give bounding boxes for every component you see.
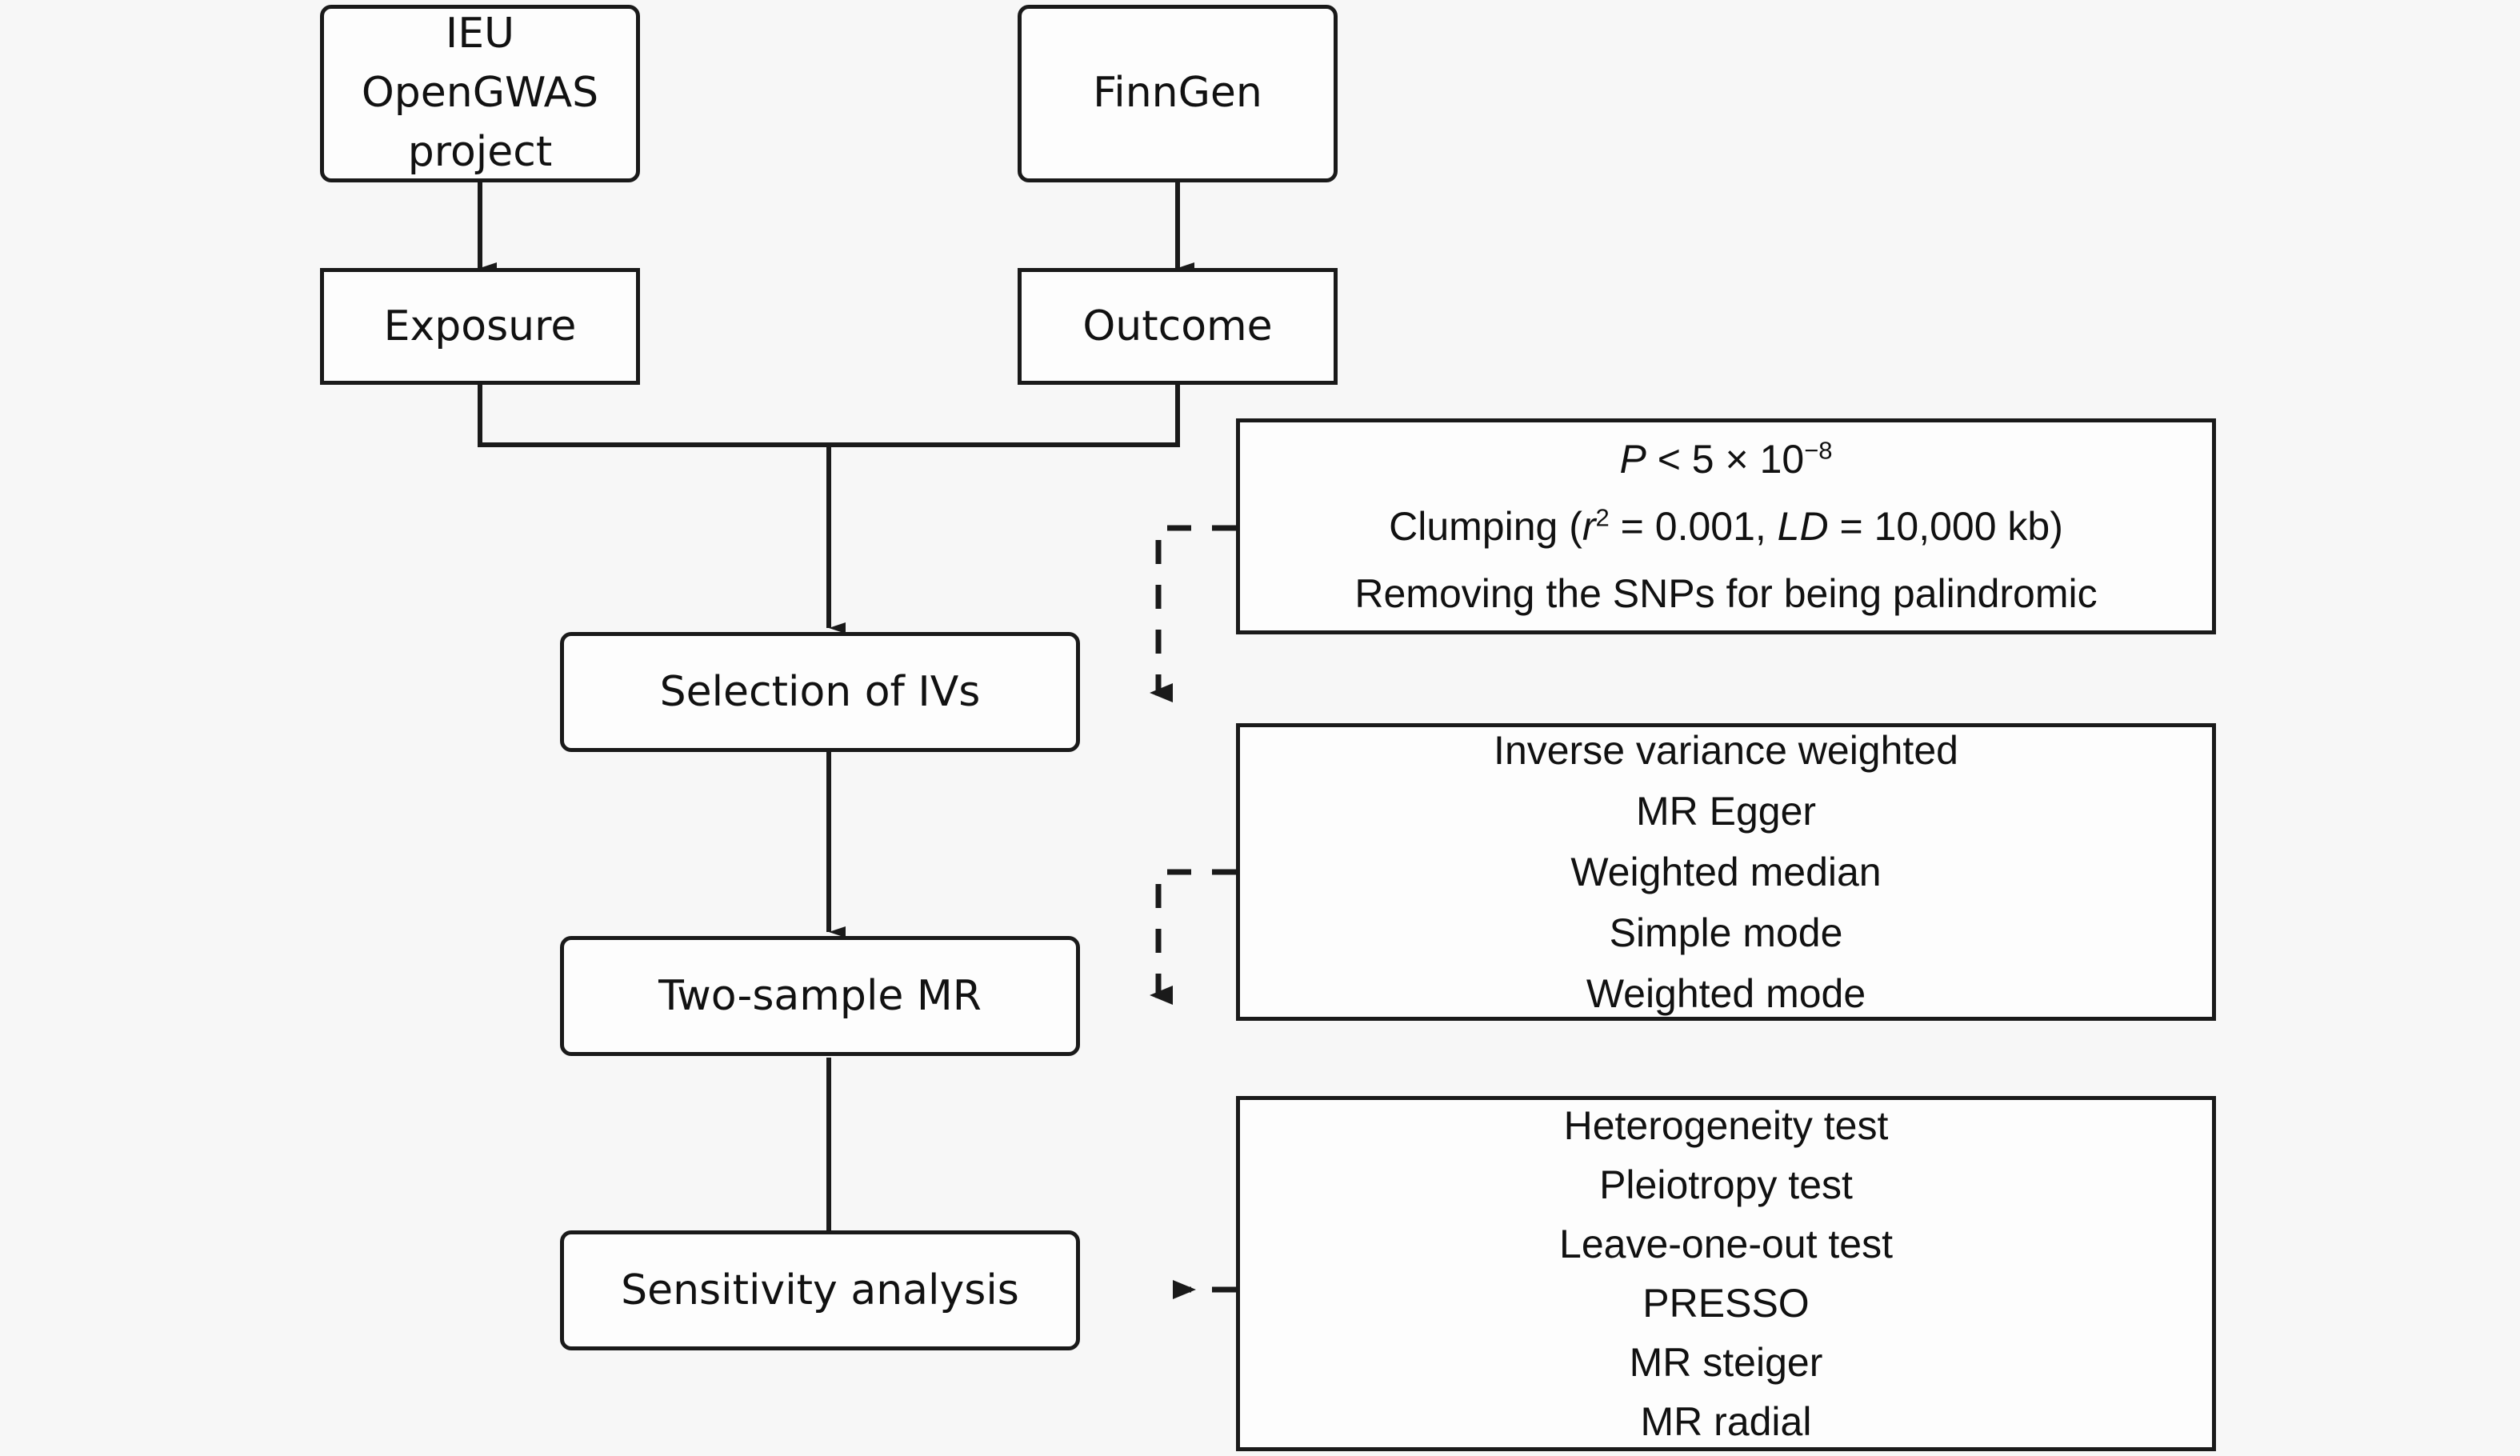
mr-method-item: Inverse variance weighted: [1494, 728, 1958, 773]
connector-merge-to-selection: [478, 385, 1180, 634]
mr-method-item: Weighted median: [1570, 850, 1882, 894]
node-ieu-opengwas-project[interactable]: IEU OpenGWAS project: [320, 5, 640, 182]
mr-method-item: Weighted mode: [1586, 971, 1866, 1016]
mr-method-item: Simple mode: [1609, 910, 1843, 955]
sensitivity-test-item: Leave-one-out test: [1559, 1222, 1893, 1266]
connector-methods-to-twosample: [1150, 869, 1236, 1005]
node-sensitivity-analysis[interactable]: Sensitivity analysis: [560, 1230, 1080, 1350]
connector-criteria-to-selection: [1150, 525, 1236, 702]
clumping-suffix: = 10,000 kb): [1828, 504, 2063, 549]
r-symbol: r: [1582, 504, 1596, 549]
sensitivity-test-item: PRESSO: [1642, 1281, 1810, 1326]
sensitivity-test-item: MR steiger: [1629, 1340, 1823, 1385]
mr-method-item: MR Egger: [1635, 789, 1817, 834]
sensitivity-test-item: Heterogeneity test: [1563, 1103, 1889, 1148]
clumping-prefix: Clumping (: [1389, 504, 1582, 549]
p-symbol: P: [1619, 437, 1646, 482]
r-exponent: 2: [1595, 503, 1610, 532]
node-two-sample-mr[interactable]: Two-sample MR: [560, 936, 1080, 1056]
sensitivity-test-item: Pleiotropy test: [1599, 1162, 1853, 1207]
panel-selection-criteria: P < 5 × 10−8 Clumping (r2 = 0.001, LD = …: [1236, 418, 2216, 634]
ld-symbol: LD: [1777, 504, 1829, 549]
node-finngen[interactable]: FinnGen: [1018, 5, 1338, 182]
criteria-p-threshold: P < 5 × 10−8: [1619, 436, 1833, 482]
criteria-palindromic: Removing the SNPs for being palindromic: [1354, 571, 2098, 616]
p-threshold-rest: < 5 × 10: [1646, 437, 1805, 482]
node-exposure[interactable]: Exposure: [320, 268, 640, 385]
clumping-mid: = 0.001,: [1609, 504, 1778, 549]
criteria-clumping: Clumping (r2 = 0.001, LD = 10,000 kb): [1389, 503, 2063, 549]
sensitivity-test-item: MR radial: [1640, 1399, 1812, 1444]
panel-sensitivity-tests: Heterogeneity test Pleiotropy test Leave…: [1236, 1096, 2216, 1451]
node-selection-of-ivs[interactable]: Selection of IVs: [560, 632, 1080, 752]
panel-mr-methods: Inverse variance weighted MR Egger Weigh…: [1236, 723, 2216, 1021]
p-threshold-exponent: −8: [1804, 436, 1833, 465]
node-outcome[interactable]: Outcome: [1018, 268, 1338, 385]
